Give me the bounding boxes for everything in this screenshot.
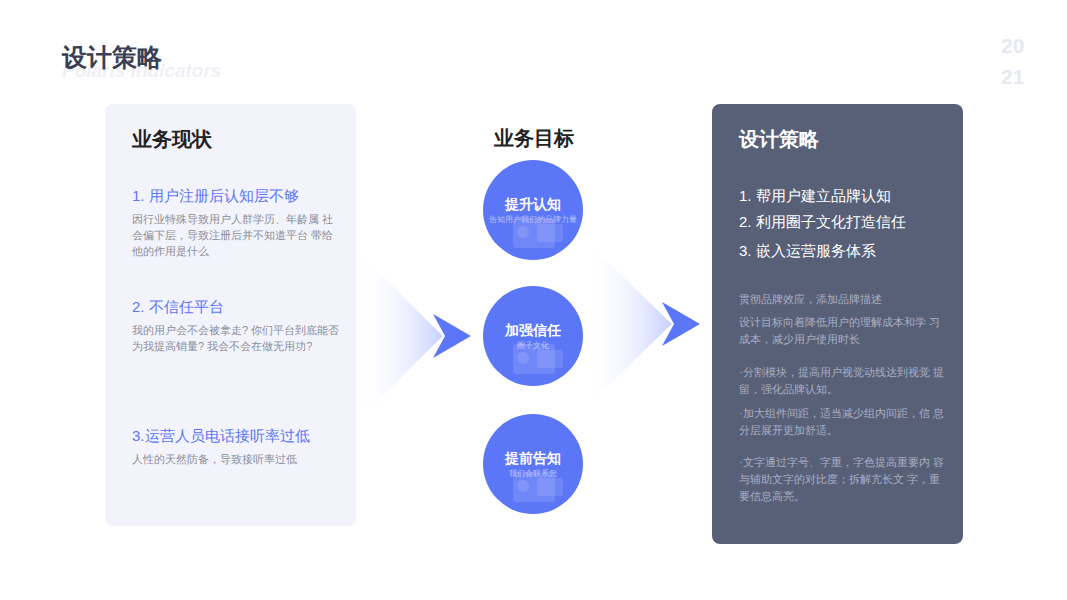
column-heading: 业务目标 (494, 125, 574, 152)
point-title: 2. 利用圈子文化打造信任 (739, 212, 959, 232)
goal-subtitle: 我们会联系您 (509, 469, 557, 479)
arrow-head (433, 314, 471, 358)
goal-title: 提升认知 (505, 195, 561, 213)
point-body: 我的用户会不会被拿走? 你们平台到底能否为我提高销量? 我会不会在做无用功? (132, 322, 344, 354)
page-title: 设计策略 (62, 41, 162, 74)
year-mark: 20 (1001, 34, 1024, 58)
strategy-panel: 设计策略 1. 帮用户建立品牌认知 2. 利用圈子文化打造信任 3. 嵌入运营服务体系… (712, 104, 963, 544)
goal-circle: 加强信任圈子文化 (483, 286, 583, 386)
gradient-fan (358, 251, 443, 421)
flow-arrow (358, 251, 471, 421)
goal-subtitle: 告知用户我们的品牌力量 (489, 215, 577, 225)
point-body: ·文字通过字号、字重，字色提高重要内 容与辅助文字的对比度；拆解亢长文 字，重要… (739, 454, 951, 505)
panel-heading: 业务现状 (132, 126, 342, 152)
point-title: 3.运营人员电话接听率过低 (132, 426, 352, 446)
circle-content: 提升认知告知用户我们的品牌力量 (489, 160, 577, 260)
status-panel: 业务现状 1. 用户注册后认知层不够因行业特殊导致用户人群学历、年龄属 社会偏下层… (105, 104, 356, 526)
arrow-head (662, 302, 700, 346)
goal-title: 提前告知 (505, 449, 561, 467)
point-body: 贯彻品牌效应，添加品牌描述 (739, 291, 951, 308)
panel-heading: 设计策略 (739, 126, 949, 152)
goal-title: 加强信任 (505, 321, 561, 339)
gradient-fan (585, 239, 672, 409)
point-body: 人性的天然防备，导致接听率过低 (132, 451, 344, 467)
point-title: 2. 不信任平台 (132, 297, 352, 317)
point-body: ·分割模块，提高用户视觉动线达到视觉 提留，强化品牌认知。 (739, 364, 951, 398)
point-body: 因行业特殊导致用户人群学历、年龄属 社会偏下层，导致注册后并不知道平台 带给他的… (132, 211, 344, 259)
point-title: 3. 嵌入运营服务体系 (739, 241, 959, 261)
flow-arrow (585, 239, 700, 409)
circle-content: 提前告知我们会联系您 (489, 414, 577, 514)
goal-subtitle: 圈子文化 (517, 341, 549, 351)
goal-circle: 提前告知我们会联系您 (483, 414, 583, 514)
point-body: ·加大组件间距，适当减少组内间距，信 息分层展开更加舒适。 (739, 405, 951, 439)
point-title: 1. 用户注册后认知层不够 (132, 186, 352, 206)
point-body: 设计目标向着降低用户的理解成本和学 习成本，减少用户使用时长 (739, 314, 951, 348)
point-title: 1. 帮用户建立品牌认知 (739, 186, 959, 206)
year-mark: 21 (1001, 65, 1024, 89)
circle-content: 加强信任圈子文化 (489, 286, 577, 386)
goal-circle: 提升认知告知用户我们的品牌力量 (483, 160, 583, 260)
